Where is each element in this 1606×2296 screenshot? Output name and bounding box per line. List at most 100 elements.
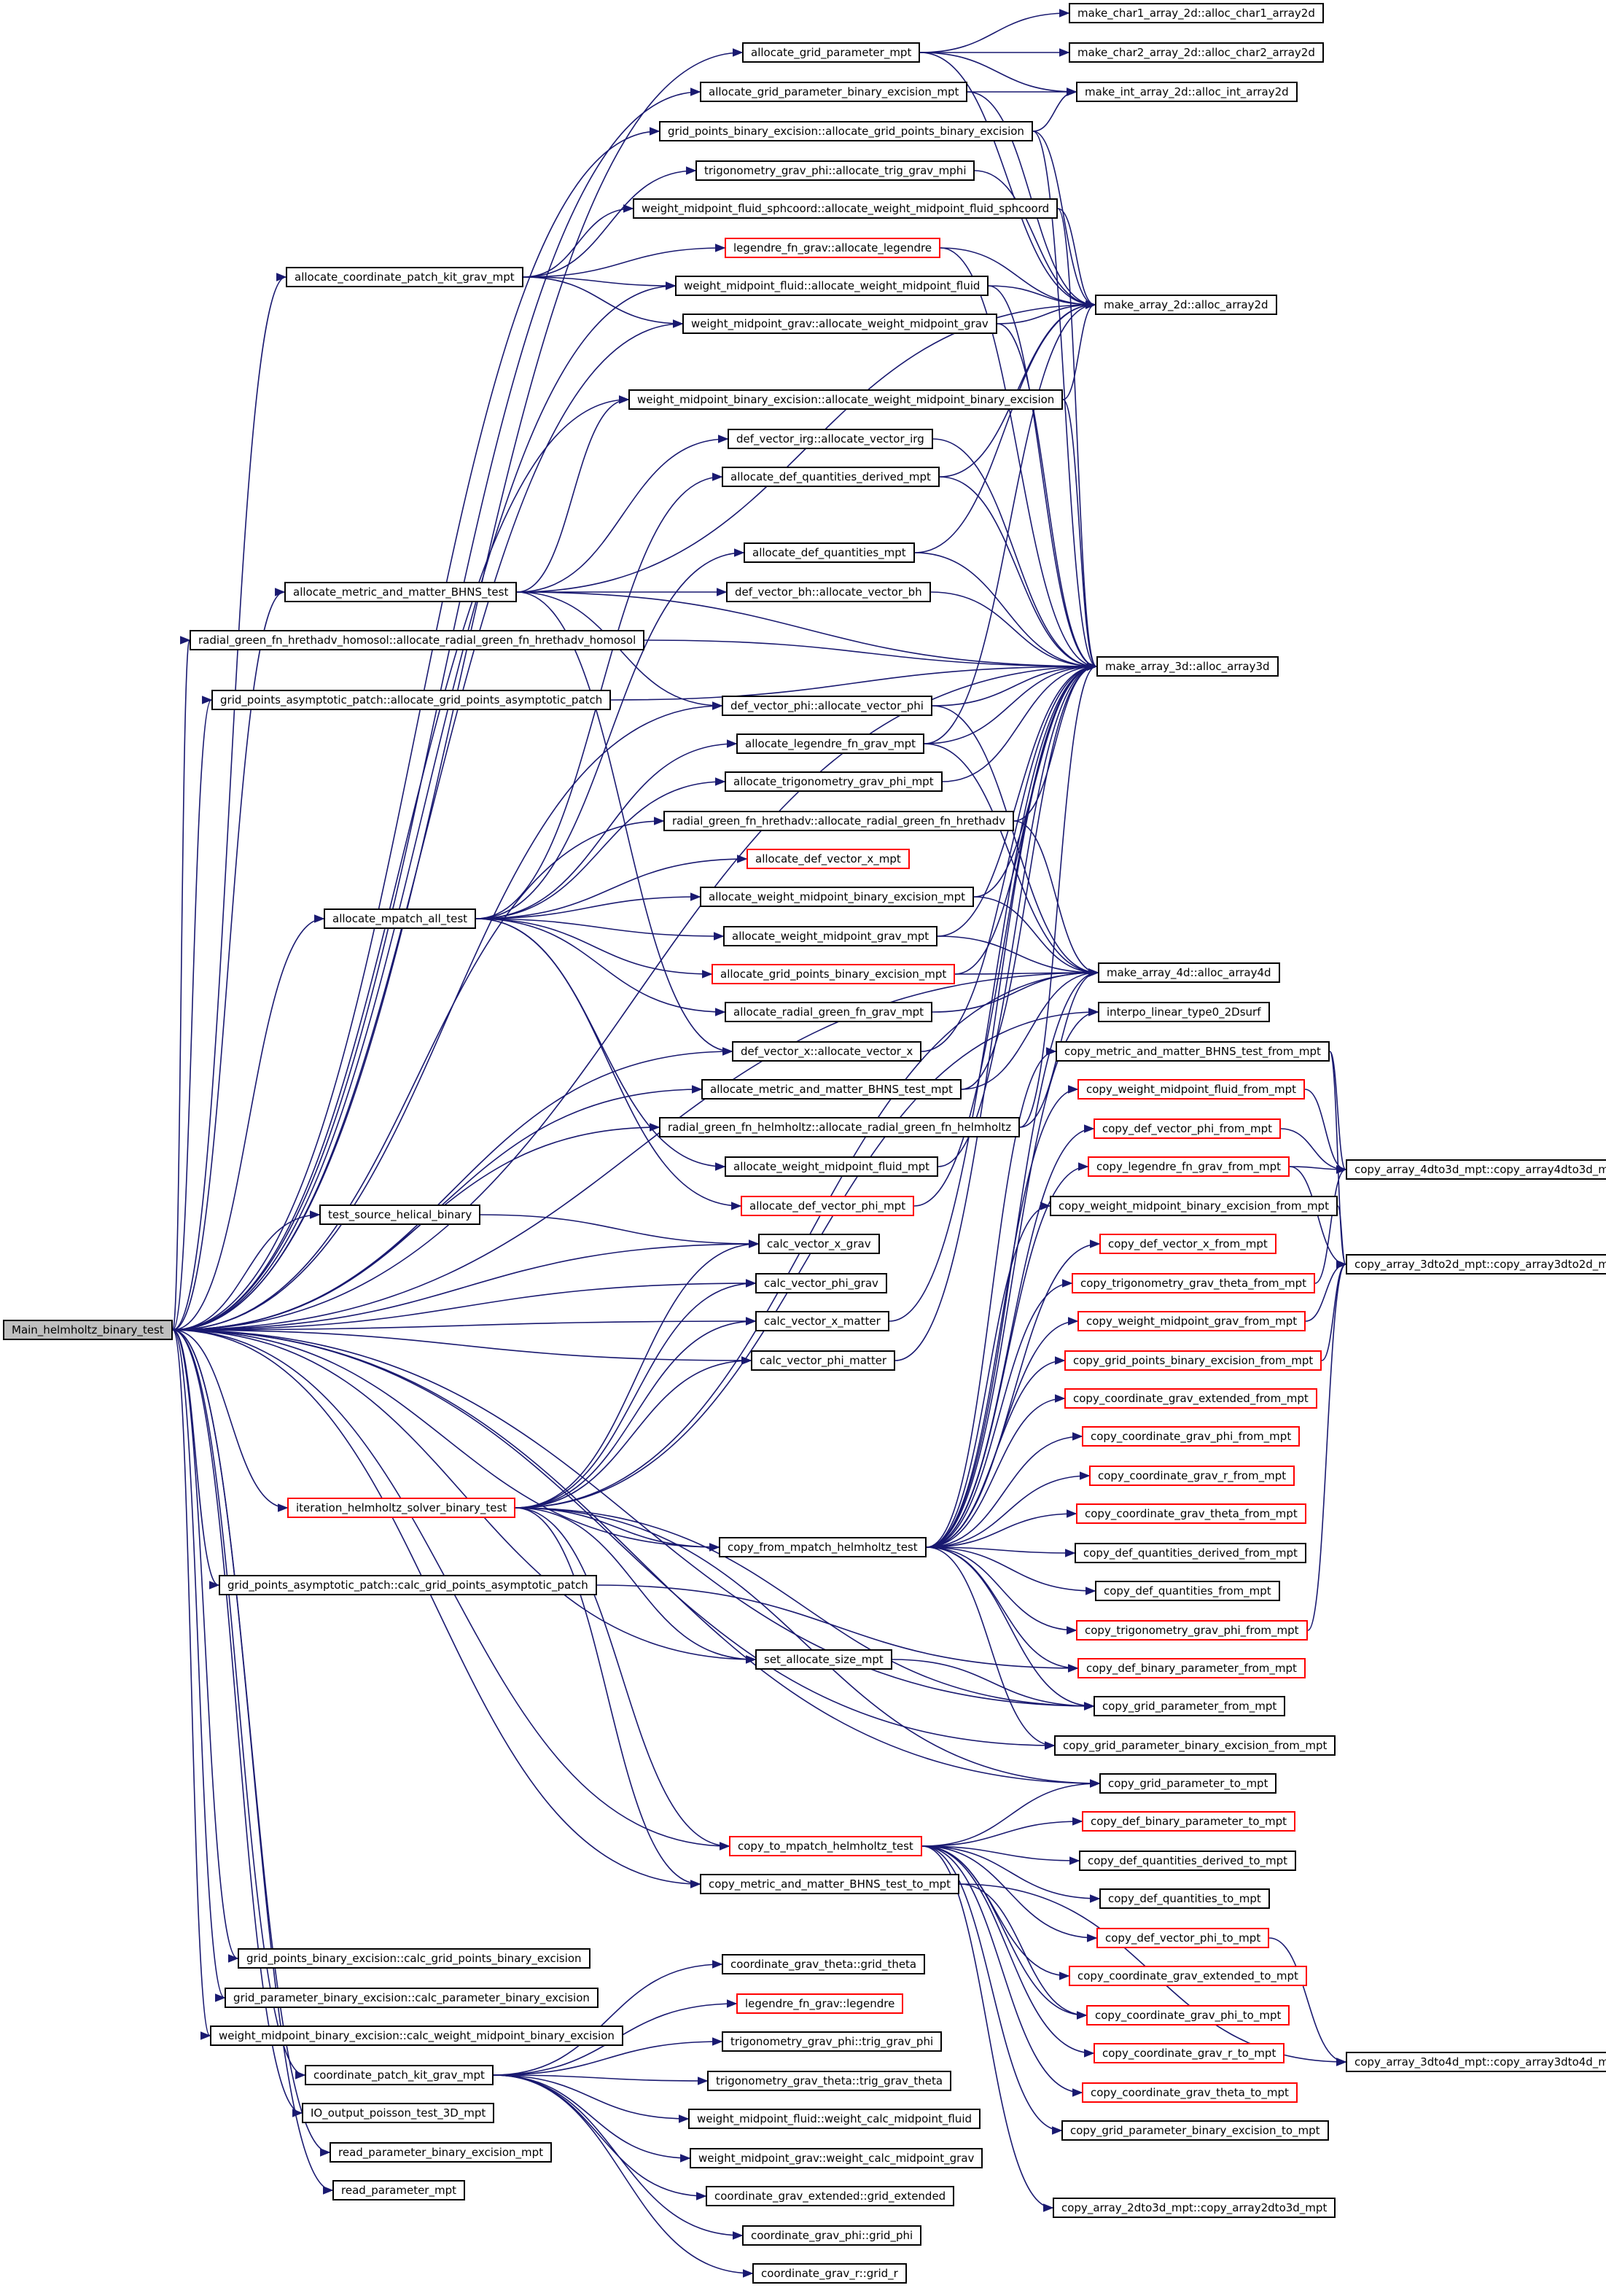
node-ca32[interactable]: copy_array_3dto2d_mpt::copy_array3dto2d_… xyxy=(1346,1254,1606,1275)
node-cgpf[interactable]: copy_grid_parameter_from_mpt xyxy=(1094,1696,1286,1716)
node-cgt[interactable]: coordinate_grav_theta::grid_theta xyxy=(722,1954,926,1974)
node-dvx[interactable]: def_vector_x::allocate_vector_x xyxy=(732,1041,922,1062)
node-ma4[interactable]: make_array_4d::alloc_array4d xyxy=(1098,962,1280,983)
node-tgp_t[interactable]: trigonometry_grav_phi::trig_grav_phi xyxy=(722,2031,943,2052)
node-wmf_c[interactable]: weight_midpoint_fluid::weight_calc_midpo… xyxy=(688,2109,981,2129)
node-mc2[interactable]: make_char2_array_2d::alloc_char2_array2d xyxy=(1069,42,1324,63)
node-lfg_l[interactable]: legendre_fn_grav::legendre xyxy=(736,1993,904,2014)
node-ccgtf[interactable]: copy_coordinate_grav_theta_from_mpt xyxy=(1076,1503,1306,1524)
node-ccgpt[interactable]: copy_coordinate_grav_phi_to_mpt xyxy=(1086,2005,1290,2025)
node-cmmt[interactable]: copy_metric_and_matter_BHNS_test_to_mpt xyxy=(700,1874,959,1894)
node-ilt[interactable]: interpo_linear_type0_2Dsurf xyxy=(1098,1002,1270,1022)
node-cge[interactable]: coordinate_grav_extended::grid_extended xyxy=(706,2186,955,2206)
node-atg[interactable]: allocate_trigonometry_grav_phi_mpt xyxy=(725,771,943,792)
node-ccgpf[interactable]: copy_coordinate_grav_phi_from_mpt xyxy=(1082,1426,1301,1447)
node-rgfhh[interactable]: radial_green_fn_helmholtz::allocate_radi… xyxy=(659,1117,1021,1137)
node-cgpbf[interactable]: copy_grid_points_binary_excision_from_mp… xyxy=(1064,1350,1322,1371)
node-gpbe_agpbe[interactable]: grid_points_binary_excision::allocate_gr… xyxy=(659,121,1033,141)
node-awg[interactable]: allocate_weight_midpoint_grav_mpt xyxy=(723,926,938,946)
node-wmg_aw[interactable]: weight_midpoint_grav::allocate_weight_mi… xyxy=(682,314,997,334)
node-cgpbet[interactable]: copy_grid_parameter_binary_excision_to_m… xyxy=(1061,2120,1329,2141)
node-ctgtf[interactable]: copy_trigonometry_grav_theta_from_mpt xyxy=(1072,1273,1316,1293)
node-awbe[interactable]: allocate_weight_midpoint_binary_excision… xyxy=(700,887,974,907)
node-cdqt[interactable]: copy_def_quantities_to_mpt xyxy=(1099,1888,1270,1909)
node-tgp_atg[interactable]: trigonometry_grav_phi::allocate_trig_gra… xyxy=(695,160,975,181)
node-ammt[interactable]: allocate_metric_and_matter_BHNS_test_mpt xyxy=(701,1079,962,1100)
node-cgpt[interactable]: copy_grid_parameter_to_mpt xyxy=(1099,1773,1277,1794)
node-ccgrf[interactable]: copy_coordinate_grav_r_from_mpt xyxy=(1089,1466,1295,1486)
node-cwmgf[interactable]: copy_weight_midpoint_grav_from_mpt xyxy=(1077,1311,1306,1331)
node-sas[interactable]: set_allocate_size_mpt xyxy=(755,1649,892,1670)
node-cvxg[interactable]: calc_vector_x_grav xyxy=(758,1234,880,1254)
node-cdvpf[interactable]: copy_def_vector_phi_from_mpt xyxy=(1094,1118,1282,1139)
node-cwmff[interactable]: copy_weight_midpoint_fluid_from_mpt xyxy=(1077,1079,1306,1100)
node-ampat[interactable]: allocate_mpatch_all_test xyxy=(324,908,477,929)
node-agp[interactable]: allocate_grid_parameter_mpt xyxy=(742,42,921,63)
node-acpk[interactable]: allocate_coordinate_patch_kit_grav_mpt xyxy=(286,267,523,287)
node-advx[interactable]: allocate_def_vector_x_mpt xyxy=(747,849,910,869)
node-ctm[interactable]: copy_to_mpatch_helmholtz_test xyxy=(729,1836,922,1856)
node-cvpm[interactable]: calc_vector_phi_matter xyxy=(751,1350,896,1371)
node-iop[interactable]: IO_output_poisson_test_3D_mpt xyxy=(302,2103,495,2123)
node-tshb[interactable]: test_source_helical_binary xyxy=(319,1205,481,1225)
node-wmbe_c[interactable]: weight_midpoint_binary_excision::calc_we… xyxy=(210,2025,623,2046)
node-argf[interactable]: allocate_radial_green_fn_grav_mpt xyxy=(725,1002,933,1022)
node-ca43[interactable]: copy_array_4dto3d_mpt::copy_array4dto3d_… xyxy=(1346,1159,1606,1180)
node-cdqdf[interactable]: copy_def_quantities_derived_from_mpt xyxy=(1075,1543,1306,1563)
node-tgt_t[interactable]: trigonometry_grav_theta::trig_grav_theta xyxy=(707,2071,952,2091)
node-gpap_a[interactable]: grid_points_asymptotic_patch::allocate_g… xyxy=(211,690,612,710)
node-advp[interactable]: allocate_def_vector_phi_mpt xyxy=(741,1196,915,1216)
node-lfg_al[interactable]: legendre_fn_grav::allocate_legendre xyxy=(725,238,941,258)
node-dvp[interactable]: def_vector_phi::allocate_vector_phi xyxy=(722,696,932,716)
node-cdbpt[interactable]: copy_def_binary_parameter_to_mpt xyxy=(1082,1811,1296,1832)
node-wmf_sph[interactable]: weight_midpoint_fluid_sphcoord::allocate… xyxy=(633,198,1059,219)
node-ccget[interactable]: copy_coordinate_grav_extended_to_mpt xyxy=(1069,1966,1307,1986)
node-agpb[interactable]: allocate_grid_points_binary_excision_mpt xyxy=(712,964,956,984)
node-gpap_c[interactable]: grid_points_asymptotic_patch::calc_grid_… xyxy=(219,1575,597,1595)
node-alf[interactable]: allocate_legendre_fn_grav_mpt xyxy=(736,733,925,754)
node-wmbe_aw[interactable]: weight_midpoint_binary_excision::allocat… xyxy=(628,389,1064,410)
node-main[interactable]: Main_helmholtz_binary_test xyxy=(3,1320,173,1340)
node-dvi[interactable]: def_vector_irg::allocate_vector_irg xyxy=(728,429,933,449)
node-clff[interactable]: copy_legendre_fn_grav_from_mpt xyxy=(1088,1156,1290,1177)
node-cdqdt[interactable]: copy_def_quantities_derived_to_mpt xyxy=(1079,1851,1297,1871)
node-cmmf[interactable]: copy_metric_and_matter_BHNS_test_from_mp… xyxy=(1056,1041,1330,1062)
node-ccgef[interactable]: copy_coordinate_grav_extended_from_mpt xyxy=(1064,1388,1317,1409)
node-ccgtt[interactable]: copy_coordinate_grav_theta_to_mpt xyxy=(1082,2082,1298,2103)
node-wmf_aw[interactable]: weight_midpoint_fluid::allocate_weight_m… xyxy=(675,276,989,296)
node-amm[interactable]: allocate_metric_and_matter_BHNS_test xyxy=(284,582,518,602)
node-agpbe[interactable]: allocate_grid_parameter_binary_excision_… xyxy=(700,82,968,102)
node-ccgrt[interactable]: copy_coordinate_grav_r_to_mpt xyxy=(1094,2043,1285,2063)
node-cgpbef[interactable]: copy_grid_parameter_binary_excision_from… xyxy=(1054,1735,1336,1756)
node-cwbef[interactable]: copy_weight_midpoint_binary_excision_fro… xyxy=(1050,1196,1338,1216)
node-gpbe_c[interactable]: grid_points_binary_excision::calc_grid_p… xyxy=(238,1948,590,1969)
node-dvb[interactable]: def_vector_bh::allocate_vector_bh xyxy=(726,582,931,602)
node-cfm[interactable]: copy_from_mpatch_helmholtz_test xyxy=(719,1537,927,1557)
node-ihs[interactable]: iteration_helmholtz_solver_binary_test xyxy=(287,1498,516,1518)
node-rgfh2[interactable]: radial_green_fn_hrethadv::allocate_radia… xyxy=(663,811,1015,831)
node-rgfh[interactable]: radial_green_fn_hrethadv_homosol::alloca… xyxy=(190,630,645,650)
node-ca2d3d[interactable]: copy_array_2dto3d_mpt::copy_array2dto3d_… xyxy=(1053,2198,1336,2218)
node-rp[interactable]: read_parameter_mpt xyxy=(332,2180,465,2200)
node-adq[interactable]: allocate_def_quantities_mpt xyxy=(744,542,915,563)
node-cgp[interactable]: coordinate_grav_phi::grid_phi xyxy=(742,2225,922,2246)
node-cvpg[interactable]: calc_vector_phi_grav xyxy=(755,1273,887,1293)
node-ma2[interactable]: make_array_2d::alloc_array2d xyxy=(1095,295,1277,315)
node-mc1[interactable]: make_char1_array_2d::alloc_char1_array2d xyxy=(1069,3,1324,23)
node-cdbpf[interactable]: copy_def_binary_parameter_from_mpt xyxy=(1077,1658,1306,1678)
node-mi2[interactable]: make_int_array_2d::alloc_int_array2d xyxy=(1076,82,1298,102)
node-cdvxf[interactable]: copy_def_vector_x_from_mpt xyxy=(1099,1234,1276,1254)
node-cvxm[interactable]: calc_vector_x_matter xyxy=(755,1311,889,1331)
node-wmg_c[interactable]: weight_midpoint_grav::weight_calc_midpoi… xyxy=(690,2148,983,2168)
node-gpbe_cp[interactable]: grid_parameter_binary_excision::calc_par… xyxy=(225,1988,599,2008)
node-cdvpt[interactable]: copy_def_vector_phi_to_mpt xyxy=(1096,1928,1270,1948)
node-ctgpf[interactable]: copy_trigonometry_grav_phi_from_mpt xyxy=(1076,1620,1308,1641)
node-cgr[interactable]: coordinate_grav_r::grid_r xyxy=(752,2263,907,2284)
node-cpk[interactable]: coordinate_patch_kit_grav_mpt xyxy=(305,2065,494,2085)
node-cdqf[interactable]: copy_def_quantities_from_mpt xyxy=(1095,1581,1280,1601)
node-adqd[interactable]: allocate_def_quantities_derived_mpt xyxy=(722,467,940,487)
node-awf[interactable]: allocate_weight_midpoint_fluid_mpt xyxy=(725,1156,939,1177)
node-rpbe[interactable]: read_parameter_binary_excision_mpt xyxy=(330,2142,553,2163)
node-ca34[interactable]: copy_array_3dto4d_mpt::copy_array3dto4d_… xyxy=(1346,2052,1606,2072)
node-ma3[interactable]: make_array_3d::alloc_array3d xyxy=(1096,656,1279,677)
